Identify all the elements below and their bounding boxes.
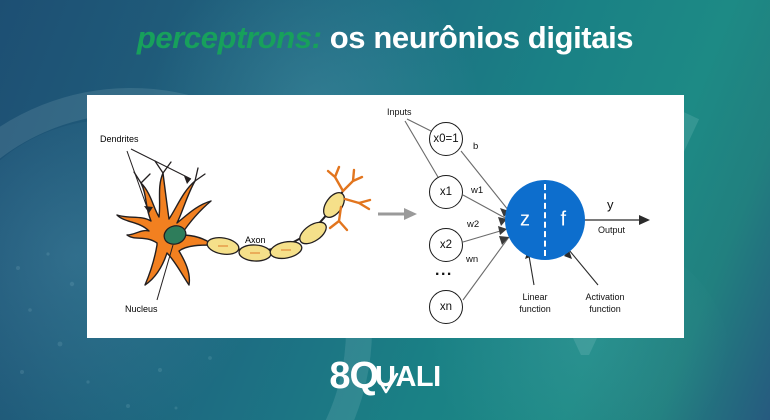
check-icon [378,373,399,394]
activation-function-symbol: f [560,208,566,231]
activation-caption-line1: Activation [585,292,625,302]
label-nucleus: Nucleus [125,304,158,314]
input-nodes-ellipsis: ... [435,262,453,279]
brand-logo: 8QUALI [0,357,770,395]
right-arrow-icon [378,208,417,220]
weight-label-b: b [473,141,479,152]
input-node-x1[interactable]: x1 [429,175,463,209]
biological-neuron-diagram: Dendrites Nucleus Axon [87,95,387,338]
weight-label-wn: wn [466,254,479,265]
weight-label-w2: w2 [467,219,480,230]
slide-title: perceptrons: os neurônios digitais [0,22,770,53]
input-node-x2[interactable]: x2 [429,228,463,262]
activation-function-caption: Activation function [570,291,640,315]
perceptron-diagram: Inputs x0=1 x1 x2 ... xn b w1 w2 wn z f … [387,95,684,338]
linear-caption-line2: function [519,304,551,314]
perceptron-body: z f [505,180,585,260]
input-node-x0[interactable]: x0=1 [429,122,463,156]
logo-wordmark: UALI [375,361,441,393]
logo-wrap: 8QUALI [329,355,441,397]
label-inputs: Inputs [387,107,412,117]
output-symbol: y [607,197,614,212]
linear-caption-line1: Linear [522,292,548,302]
linear-function-caption: Linear function [506,291,564,315]
activation-caption-line2: function [589,304,621,314]
figure-panel: Dendrites Nucleus Axon [87,95,684,338]
label-axon: Axon [245,235,266,245]
perceptron-connections [404,118,650,301]
title-rest: os neurônios digitais [329,20,634,55]
input-node-xn[interactable]: xn [429,290,463,324]
weight-label-w1: w1 [471,185,484,196]
label-dendrites: Dendrites [100,134,139,144]
linear-function-symbol: z [520,208,530,231]
logo-mark: 8Q [329,355,379,397]
title-highlight: perceptrons: [136,20,322,55]
output-label: Output [598,225,626,235]
neuron-illustration-icon [116,148,372,301]
body-divider [544,184,546,256]
